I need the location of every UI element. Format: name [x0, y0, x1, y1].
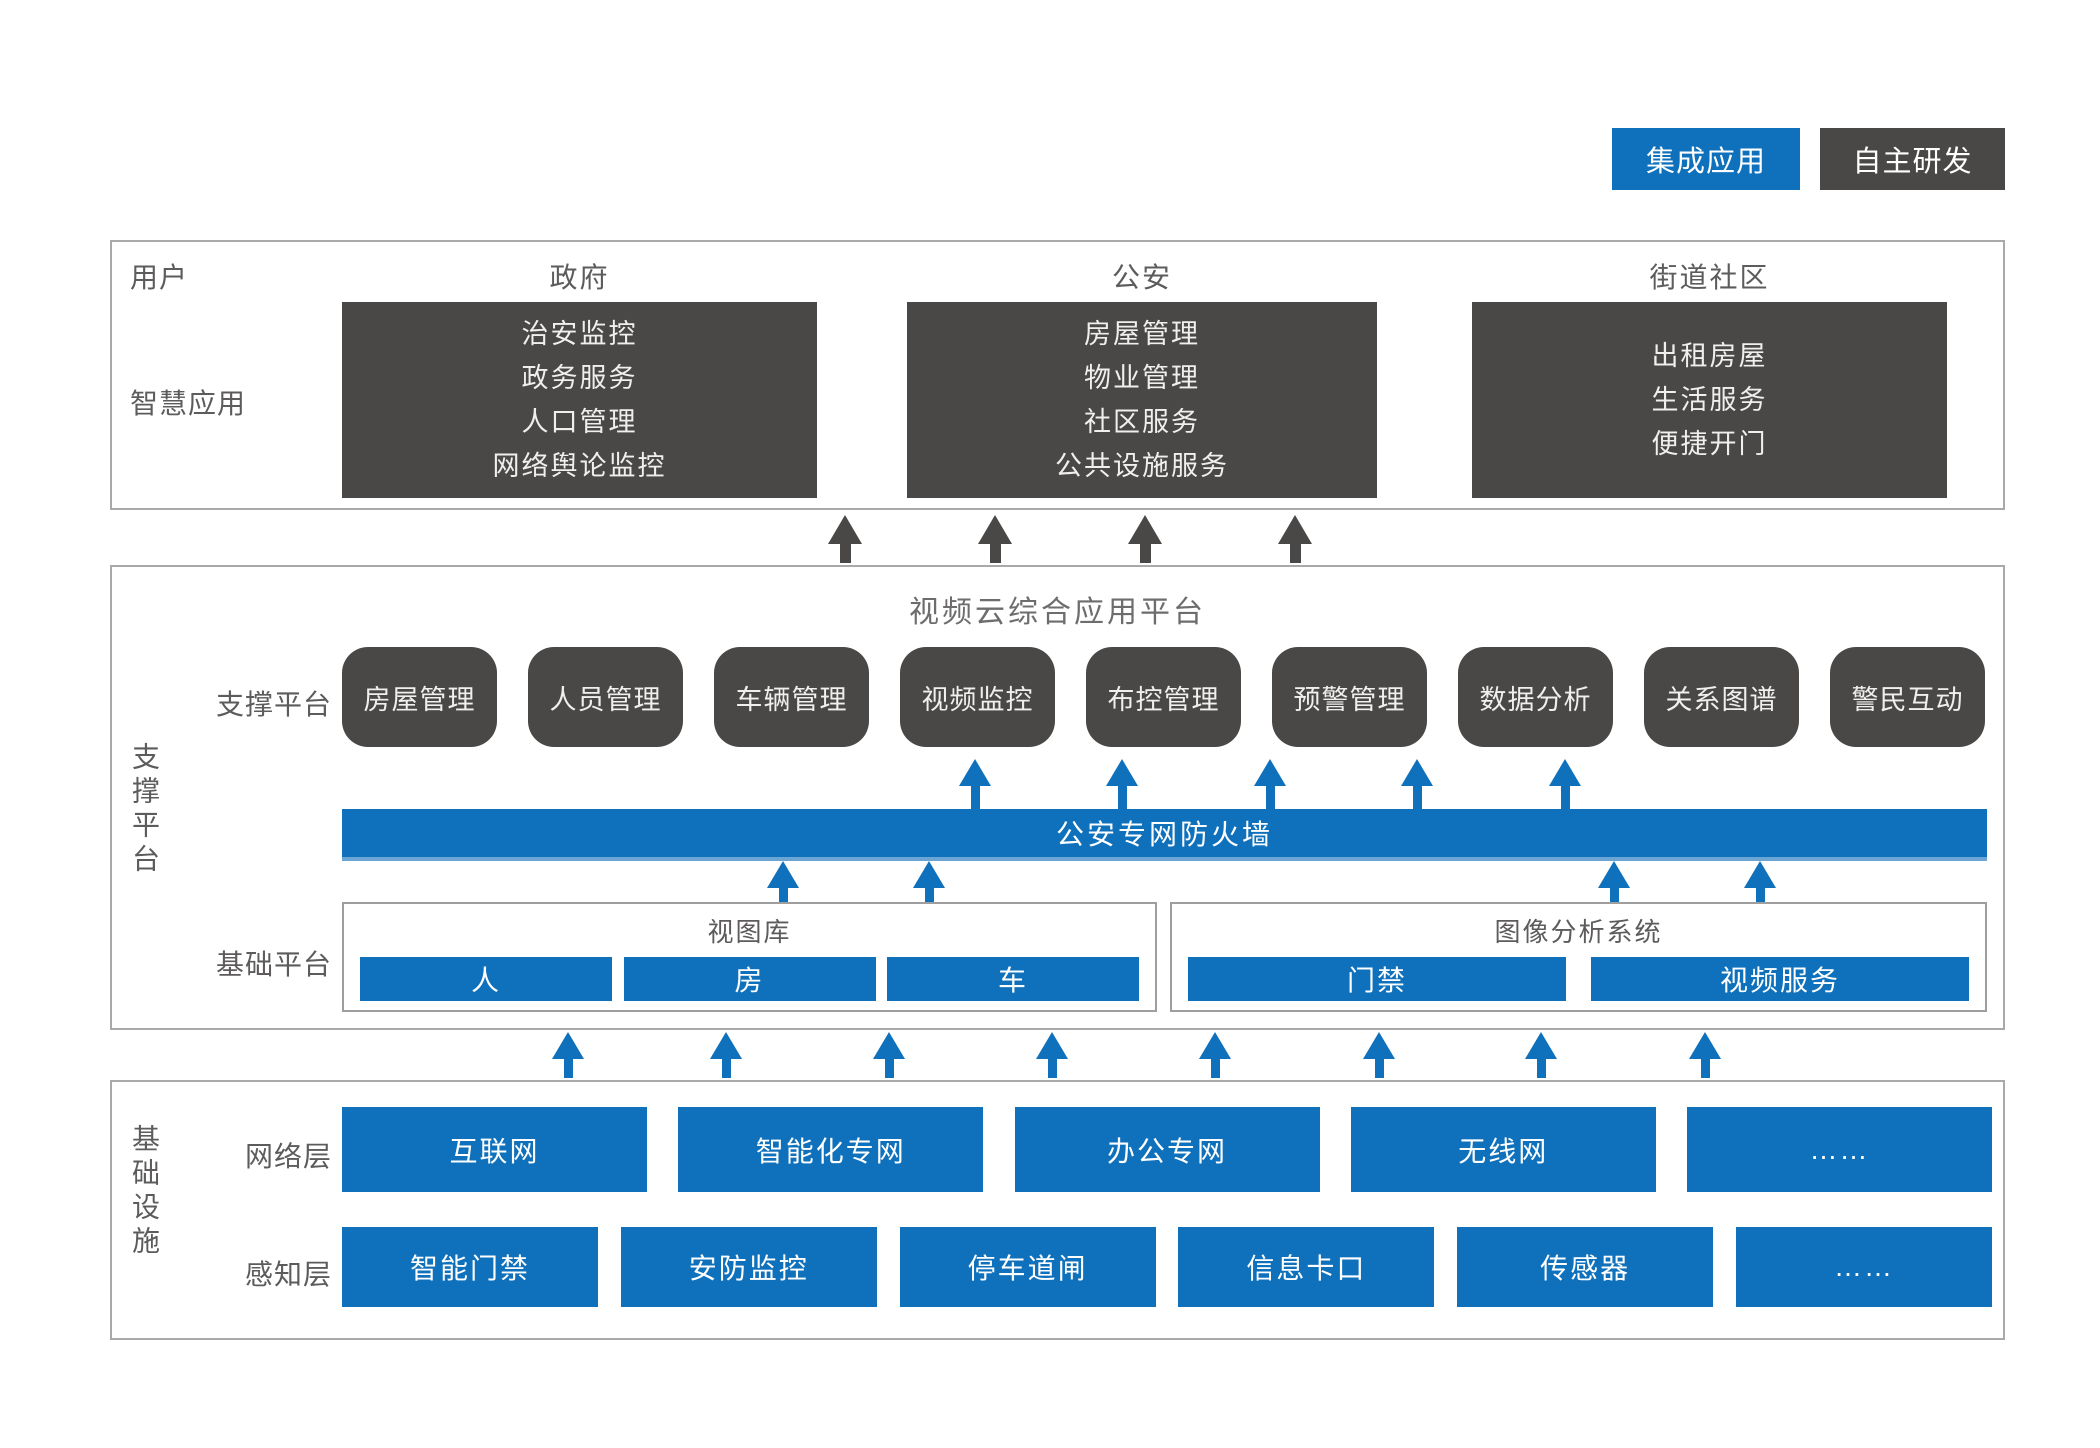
base-bar: 人	[360, 957, 612, 1001]
support-module-box: 布控管理	[1086, 647, 1241, 747]
infrastructure-section: 基础设施 网络层 互联网智能化专网办公专网无线网 …… 感知层 智能门禁安防监控停…	[110, 1080, 2005, 1340]
sense-box: ……	[1735, 1227, 1992, 1307]
app-item: 人口管理	[521, 407, 638, 437]
view-library-bars: 人房车	[344, 957, 1155, 1001]
government-apps-box: 治安监控政务服务人口管理网络舆论监控	[342, 302, 817, 498]
firewall-bar: 公安专网防火墙	[342, 809, 1987, 861]
up-arrow-icon	[873, 1032, 905, 1078]
network-box: 办公专网	[1014, 1107, 1320, 1192]
app-item: 政务服务	[521, 363, 638, 393]
image-analysis-title: 图像分析系统	[1494, 917, 1663, 947]
view-library-title: 视图库	[707, 917, 792, 947]
platform-section: 支撑平台 视频云综合应用平台 支撑平台 房屋管理人员管理车辆管理视频监控布控管理…	[110, 565, 2005, 1030]
legend-self-developed: 自主研发	[1820, 128, 2005, 190]
platform-side-label: 支撑平台	[129, 742, 160, 878]
platform-title: 视频云综合应用平台	[909, 596, 1206, 629]
up-arrow-icon	[1363, 1032, 1395, 1078]
network-layer-row: 互联网智能化专网办公专网无线网 ……	[342, 1107, 1992, 1192]
up-arrow-icon	[913, 861, 945, 902]
up-arrow-icon	[959, 759, 991, 809]
support-module-box: 警民互动	[1830, 647, 1985, 747]
network-box: 智能化专网	[678, 1107, 984, 1192]
app-item: 出租房屋	[1651, 341, 1768, 371]
app-item: 房屋管理	[1084, 319, 1200, 349]
support-module-box: 关系图谱	[1644, 647, 1799, 747]
app-item: 生活服务	[1651, 385, 1768, 415]
up-arrow-icon	[552, 1032, 584, 1078]
sense-box: 智能门禁	[342, 1227, 598, 1307]
column-header-police: 公安	[1111, 262, 1172, 293]
base-bar: 车	[887, 957, 1139, 1001]
support-box-row: 房屋管理人员管理车辆管理视频监控布控管理预警管理数据分析关系图谱警民互动	[342, 647, 1985, 747]
up-arrow-icon	[1525, 1032, 1557, 1078]
user-row-label: 用户	[130, 262, 189, 293]
view-library-box: 视图库 人房车	[342, 902, 1157, 1012]
image-analysis-box: 图像分析系统 门禁视频服务	[1170, 902, 1987, 1012]
support-module-box: 预警管理	[1272, 647, 1427, 747]
sense-box: 安防监控	[620, 1227, 877, 1307]
sense-layer-row: 智能门禁安防监控停车道闸信息卡口传感器 ……	[342, 1227, 1992, 1307]
support-module-box: 房屋管理	[342, 647, 497, 747]
up-arrow-icon	[767, 861, 799, 902]
app-item: 便捷开门	[1651, 429, 1768, 459]
app-item: 物业管理	[1084, 363, 1200, 393]
network-box: ……	[1687, 1107, 1992, 1192]
up-arrow-icon	[1128, 515, 1162, 563]
app-item: 公共设施服务	[1055, 451, 1229, 481]
up-arrow-icon	[978, 515, 1012, 563]
police-apps-box: 房屋管理物业管理社区服务公共设施服务	[907, 302, 1377, 498]
support-row-label: 支撑平台	[215, 689, 332, 720]
base-row-label: 基础平台	[215, 949, 332, 980]
base-bar: 视频服务	[1591, 957, 1969, 1001]
up-arrow-icon	[1689, 1032, 1721, 1078]
support-module-box: 车辆管理	[714, 647, 869, 747]
up-arrow-icon	[1598, 861, 1630, 902]
smart-app-label: 智慧应用	[130, 388, 247, 419]
up-arrow-icon	[828, 515, 862, 563]
up-arrow-icon	[1106, 759, 1138, 809]
sense-box: 停车道闸	[899, 1227, 1156, 1307]
community-apps-box: 出租房屋生活服务便捷开门	[1472, 302, 1947, 498]
column-header-government: 政府	[549, 262, 610, 293]
image-analysis-bars: 门禁视频服务	[1172, 957, 1985, 1001]
network-box: 无线网	[1350, 1107, 1656, 1192]
up-arrow-icon	[1744, 861, 1776, 902]
infrastructure-side-label: 基础设施	[129, 1124, 160, 1260]
app-item: 治安监控	[521, 319, 638, 349]
support-module-box: 视频监控	[900, 647, 1055, 747]
legend-integrated-app: 集成应用	[1612, 128, 1800, 190]
network-box: 互联网	[342, 1107, 647, 1192]
up-arrow-icon	[1278, 515, 1312, 563]
sense-layer-label: 感知层	[244, 1259, 332, 1290]
up-arrow-icon	[1254, 759, 1286, 809]
up-arrow-icon	[1036, 1032, 1068, 1078]
app-item: 社区服务	[1084, 407, 1200, 437]
network-layer-label: 网络层	[244, 1141, 332, 1172]
up-arrow-icon	[1401, 759, 1433, 809]
column-header-community: 街道社区	[1649, 262, 1770, 293]
base-bar: 门禁	[1188, 957, 1566, 1001]
up-arrow-icon	[710, 1032, 742, 1078]
support-module-box: 数据分析	[1458, 647, 1613, 747]
up-arrow-icon	[1199, 1032, 1231, 1078]
user-section: 用户 智慧应用 政府 公安 街道社区 治安监控政务服务人口管理网络舆论监控 房屋…	[110, 240, 2005, 510]
sense-box: 传感器	[1457, 1227, 1714, 1307]
support-module-box: 人员管理	[528, 647, 683, 747]
app-item: 网络舆论监控	[492, 451, 667, 481]
base-bar: 房	[623, 957, 876, 1001]
up-arrow-icon	[1549, 759, 1581, 809]
sense-box: 信息卡口	[1178, 1227, 1435, 1307]
